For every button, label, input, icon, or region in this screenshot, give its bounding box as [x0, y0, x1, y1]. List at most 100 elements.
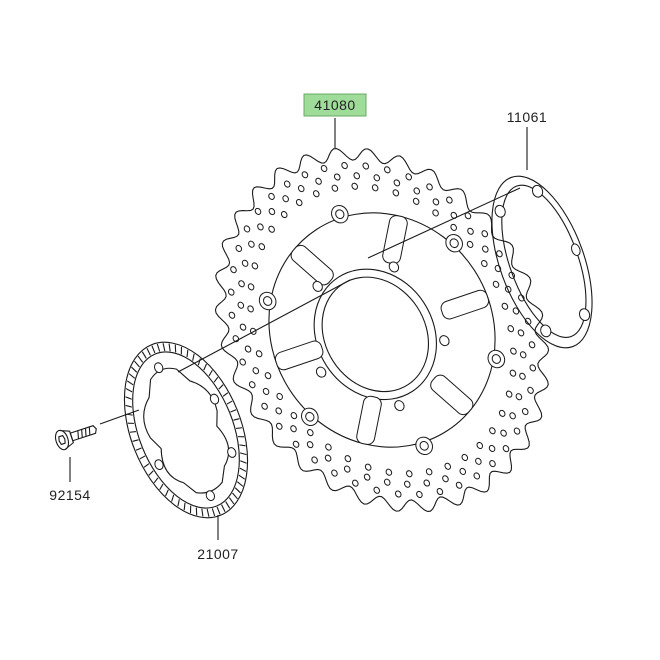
cooling-hole — [344, 455, 352, 463]
abs-tooth — [195, 507, 198, 516]
cooling-hole — [432, 198, 440, 206]
cooling-hole — [295, 198, 303, 207]
part-41080-highlight — [303, 93, 367, 117]
disc-gasket[interactable] — [472, 163, 612, 361]
cooling-hole — [331, 184, 339, 192]
abs-tooth — [240, 460, 247, 464]
abs-tooth — [232, 492, 238, 500]
abs-tooth — [131, 366, 138, 373]
abs-tooth — [237, 436, 245, 438]
part-label-11061[interactable]: 11061 — [507, 109, 547, 125]
cooling-hole — [363, 473, 371, 481]
bolt-hex-socket — [58, 434, 66, 446]
abs-tooth — [143, 463, 150, 468]
cooling-hole — [227, 288, 235, 296]
carrier-slot — [290, 244, 334, 286]
gasket-hole — [494, 204, 506, 218]
cooling-hole — [515, 393, 523, 401]
cooling-hole — [283, 180, 291, 188]
gasket-hole — [578, 308, 591, 322]
disc-bolt[interactable] — [53, 419, 99, 451]
cooling-hole — [413, 187, 421, 195]
cooling-hole — [459, 467, 467, 475]
abs-tooth — [239, 444, 246, 447]
abs-tooth — [238, 474, 246, 480]
cooling-hole — [446, 196, 453, 204]
cooling-hole — [261, 402, 268, 410]
cooling-hole — [352, 479, 359, 487]
cooling-hole — [311, 456, 318, 464]
cooling-hole — [488, 444, 496, 452]
cooling-hole — [383, 166, 391, 174]
cooling-hole — [513, 427, 521, 435]
cooling-hole — [301, 171, 309, 179]
floating-rivet-core — [419, 440, 429, 451]
gasket-hole — [531, 184, 544, 198]
cooling-hole — [280, 210, 288, 219]
cooling-hole — [307, 429, 314, 437]
abs-tooth — [216, 506, 221, 515]
cooling-hole — [258, 243, 266, 251]
cooling-hole — [392, 189, 400, 197]
cooling-hole — [268, 208, 276, 216]
abs-tooth — [151, 345, 156, 354]
cooling-hole — [312, 190, 320, 198]
abs-tooth — [235, 427, 243, 429]
floating-rivet-core — [491, 354, 501, 364]
abs-ring-bolt-hole — [209, 393, 220, 405]
cooling-hole — [290, 425, 297, 433]
abs-tooth — [206, 508, 210, 517]
abs-ring-inner — [132, 351, 240, 509]
cooling-hole — [524, 317, 532, 325]
cooling-hole — [239, 323, 247, 331]
part-label-21007[interactable]: 21007 — [197, 546, 238, 562]
abs-sensor-ring[interactable] — [101, 324, 272, 536]
cooling-hole — [527, 386, 534, 394]
cooling-hole — [315, 177, 322, 185]
abs-tooth — [128, 373, 136, 379]
abs-tooth — [201, 508, 204, 517]
floating-rivet-core — [263, 296, 273, 306]
carrier-slot — [430, 374, 474, 416]
disc-bolt-holes — [312, 261, 450, 412]
cooling-hole — [320, 164, 328, 173]
cooling-hole — [426, 183, 433, 191]
cooling-hole — [243, 225, 251, 233]
cooling-hole — [306, 441, 314, 449]
abs-tooth — [168, 343, 171, 352]
cooling-hole — [276, 392, 283, 400]
cooling-hole — [482, 245, 489, 253]
carrier-slot — [274, 340, 324, 371]
cooling-hole — [481, 230, 489, 238]
cooling-hole — [517, 329, 525, 337]
cooling-hole — [254, 207, 262, 215]
brake-disc[interactable] — [147, 84, 617, 576]
hub-bore — [313, 268, 437, 401]
abs-tooth — [171, 494, 175, 502]
abs-tooth — [189, 505, 192, 514]
abs-tooth — [125, 396, 132, 400]
cooling-hole — [292, 440, 300, 448]
floating-rivets — [258, 204, 506, 456]
cooling-hole — [373, 486, 381, 494]
abs-tooth — [239, 452, 247, 456]
cooling-hole — [244, 345, 252, 353]
cooling-hole — [238, 280, 245, 288]
abs-ring-outer — [123, 341, 249, 519]
part-label-92154[interactable]: 92154 — [49, 487, 90, 503]
abs-tooth — [211, 508, 216, 517]
cooling-hole — [364, 463, 372, 471]
abs-tooth — [125, 388, 133, 393]
disc-bolt-hole — [315, 366, 327, 378]
cooling-hole — [505, 390, 513, 398]
brake-disc-carrier — [258, 204, 506, 456]
abs-tooth — [126, 380, 134, 386]
brake-disc-outline — [214, 147, 550, 513]
abs-tooth — [234, 487, 241, 494]
bolt-thread — [77, 426, 91, 439]
part-label-41080[interactable]: 41080 — [314, 97, 355, 113]
cooling-hole — [450, 223, 457, 231]
cooling-hole — [475, 457, 482, 465]
abs-tooth — [177, 499, 180, 507]
cooling-hole — [239, 358, 246, 366]
